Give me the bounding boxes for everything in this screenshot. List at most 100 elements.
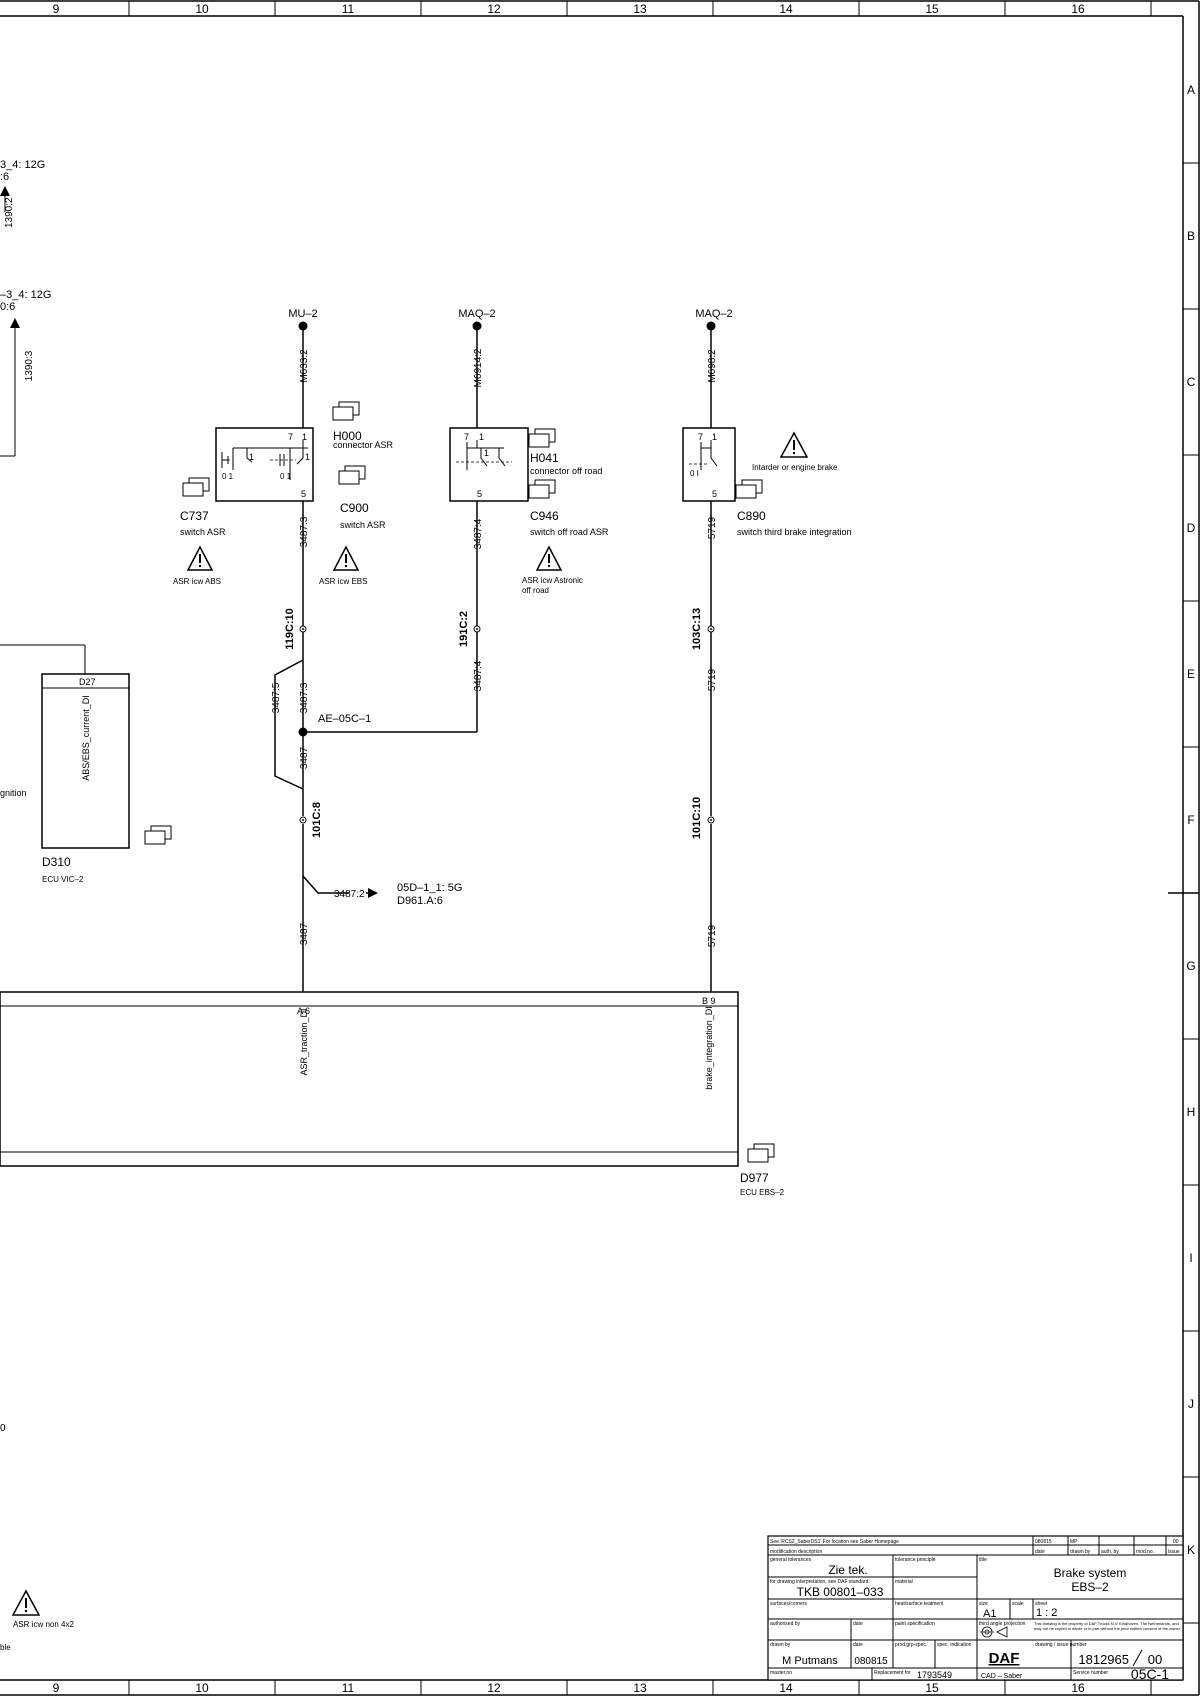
supply-maq2-b: MAQ–2 M698:2 <box>695 308 733 428</box>
wire-label: M633:2 <box>299 349 310 383</box>
junction-label: AE–05C–1 <box>318 713 371 725</box>
pin-label: 1 <box>249 452 254 462</box>
edge-ref1-wire: 1390:2 <box>4 197 15 228</box>
warning-triangle-icon <box>779 431 809 458</box>
wire-label: 3487:5 <box>271 682 282 713</box>
component-id: D977 <box>740 1171 769 1185</box>
title-line2: EBS–2 <box>1071 1580 1109 1594</box>
component-desc: switch third brake integration <box>737 527 852 537</box>
component-id: C737 <box>180 509 209 523</box>
row-label-f: F <box>1187 813 1194 827</box>
title-drawn: M Putmans <box>782 1655 838 1667</box>
component-id: C900 <box>340 501 369 515</box>
warning-text: ASR icw non 4x2 <box>13 1620 74 1629</box>
connector-icon <box>182 477 210 497</box>
title-header: material <box>895 1579 913 1585</box>
title-mod-by: MP <box>1070 1539 1078 1545</box>
title-header: drawn by <box>1070 1549 1091 1555</box>
pin-label: 5 <box>712 489 717 499</box>
switch-body <box>449 427 529 502</box>
property-notice: This drawing is the property of DAF Truc… <box>1034 1621 1181 1631</box>
wire-label: 3487:4 <box>473 660 484 691</box>
title-date: 080815 <box>854 1656 888 1667</box>
component-id: C946 <box>530 509 559 523</box>
connector-icon <box>735 479 763 499</box>
c946-labels: C946 switch off road ASR <box>528 479 609 537</box>
title-header: date <box>1035 1549 1045 1555</box>
connector-label: 101C:10 <box>691 797 703 839</box>
wire-label: 3487:3 <box>299 516 310 547</box>
title-header: general tolerances <box>770 1557 812 1563</box>
pin-label: 1 <box>305 452 310 462</box>
warning-triangle-icon <box>11 1589 41 1616</box>
title-header: surfaces/corners <box>770 1601 807 1607</box>
connector-label: 101C:8 <box>311 802 323 838</box>
c737-labels: C737 switch ASR <box>180 477 226 537</box>
connector-icon <box>338 465 366 485</box>
title-header: spec. indication <box>937 1642 972 1648</box>
position-label: 0 I <box>690 469 699 478</box>
switch-c737: 7 1 1 1 5 0 1 0 1 3487:3 <box>215 427 314 628</box>
row-label-d: D <box>1187 521 1196 535</box>
col-label-16: 16 <box>1071 2 1085 16</box>
wire-label: M698:2 <box>707 349 718 383</box>
pin-label: A 6 <box>297 1006 310 1016</box>
wire-label: 5719 <box>707 516 718 539</box>
title-scale: 1 : 2 <box>1036 1607 1057 1619</box>
warning-text: ASR icw ABS <box>173 577 221 586</box>
title-header: Replacement for <box>874 1670 911 1676</box>
edge-ref1-line2: :6 <box>0 171 9 183</box>
title-block: See 'RCS2_SaberDS1' For location see Sab… <box>767 1535 1184 1682</box>
title-interp: TKB 00801–033 <box>797 1585 884 1599</box>
warning-asr-non-4x2: ASR icw non 4x2 ble <box>0 1589 74 1652</box>
wire-label: 3487 <box>299 746 310 769</box>
warning-text: ASR icw Astronic <box>522 576 583 585</box>
wire-label: 3487:3 <box>299 682 310 713</box>
wire-label: 3487 <box>299 922 310 945</box>
title-cad: CAD – Saber <box>981 1673 1023 1680</box>
pin-label: 1 <box>712 432 717 442</box>
edge-ref2-line2: 0:6 <box>0 301 15 313</box>
ecu-d310: D27 ABS/EBS_current_DI D310 ECU VIC–2 <box>41 673 172 884</box>
pin-label: 1 <box>479 432 484 442</box>
component-id: H000 <box>333 429 362 443</box>
col-label-9-bottom: 9 <box>53 1681 60 1695</box>
connector-101c-10: 101C:10 <box>691 797 715 839</box>
col-label-14-bottom: 14 <box>779 1681 793 1695</box>
col-label-15: 15 <box>925 2 939 16</box>
arrow-right-icon <box>368 888 378 898</box>
signal-label: brake_integration_DI <box>704 1006 714 1090</box>
projection-symbol-icon <box>980 1626 1008 1638</box>
title-mod-issue: 00 <box>1173 1539 1179 1545</box>
connector-c900: C900 switch ASR <box>338 465 386 530</box>
wire-label: 5719 <box>707 668 718 691</box>
warning-intarder: Intarder or engine brake <box>752 431 838 472</box>
title-header: heat/surface teatment <box>895 1601 944 1607</box>
title-header: sheet <box>1035 1601 1048 1607</box>
warning-text: Intarder or engine brake <box>752 463 838 472</box>
title-line1: Brake system <box>1054 1566 1127 1580</box>
daf-logo: DAF <box>989 1650 1020 1667</box>
title-service-no: 05C-1 <box>1131 1666 1169 1682</box>
title-mod-note: See 'RCS2_SaberDS1' For location see Sab… <box>770 1539 899 1545</box>
title-header: size <box>979 1601 988 1607</box>
connector-191c-2: 191C:2 <box>458 611 481 647</box>
position-label: 0 1 <box>280 472 292 481</box>
component-desc: ECU VIC–2 <box>42 875 84 884</box>
row-label-b: B <box>1187 229 1195 243</box>
col-label-10: 10 <box>195 2 209 16</box>
wire-label: M6914:2 <box>473 348 484 387</box>
row-label-i: I <box>1189 1251 1192 1265</box>
supply-label: MU–2 <box>288 308 317 320</box>
col-label-16-bottom: 16 <box>1071 1681 1085 1695</box>
arrow-up-icon <box>10 318 20 328</box>
title-drawing-no: 1812965 <box>1078 1652 1129 1667</box>
title-header: date <box>853 1642 863 1648</box>
title-header: title <box>979 1557 987 1563</box>
col-label-15-bottom: 15 <box>925 1681 939 1695</box>
warning-triangle-icon <box>332 545 360 571</box>
component-id: H041 <box>530 451 559 465</box>
col-label-13: 13 <box>633 2 647 16</box>
col-label-12: 12 <box>487 2 501 16</box>
pin-label: 7 <box>698 432 703 442</box>
